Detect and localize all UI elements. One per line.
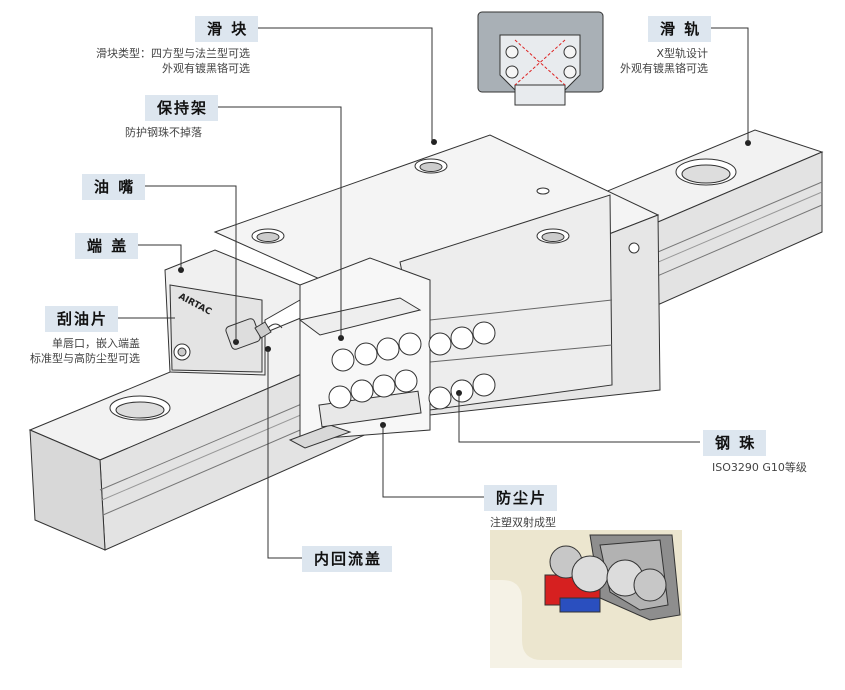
label-dust-seal: 防尘片 bbox=[484, 485, 558, 511]
label-nozzle: 油 嘴 bbox=[82, 174, 146, 200]
label-scraper: 刮油片 bbox=[45, 306, 119, 332]
label-retainer: 保持架 bbox=[145, 95, 219, 121]
desc-scraper: 单唇口，嵌入端盖 标准型与高防尘型可选 bbox=[30, 337, 140, 365]
inset-dust-seal bbox=[490, 530, 682, 668]
inset-rail-cross-section bbox=[477, 11, 604, 106]
cutaway-section bbox=[265, 257, 496, 449]
label-steel-ball: 钢 珠 bbox=[703, 430, 767, 456]
label-slider: 滑 块 bbox=[195, 16, 259, 42]
desc-rail: X型轨设计 外观有镀黑铬可选 bbox=[620, 47, 708, 75]
desc-steel-ball: ISO3290 G10等级 bbox=[712, 461, 807, 474]
desc-dust-seal: 注塑双射成型 bbox=[490, 516, 556, 529]
label-rail: 滑 轨 bbox=[648, 16, 712, 42]
label-inner-cover: 内回流盖 bbox=[302, 546, 393, 572]
desc-slider: 滑块类型：四方型与法兰型可选 外观有镀黑铬可选 bbox=[96, 47, 250, 75]
leader-lines bbox=[110, 27, 749, 559]
end-cap: AIRTAC bbox=[164, 249, 301, 376]
label-end-cap: 端 盖 bbox=[75, 233, 139, 259]
desc-retainer: 防护钢珠不掉落 bbox=[125, 126, 202, 139]
slider-block bbox=[213, 134, 661, 416]
